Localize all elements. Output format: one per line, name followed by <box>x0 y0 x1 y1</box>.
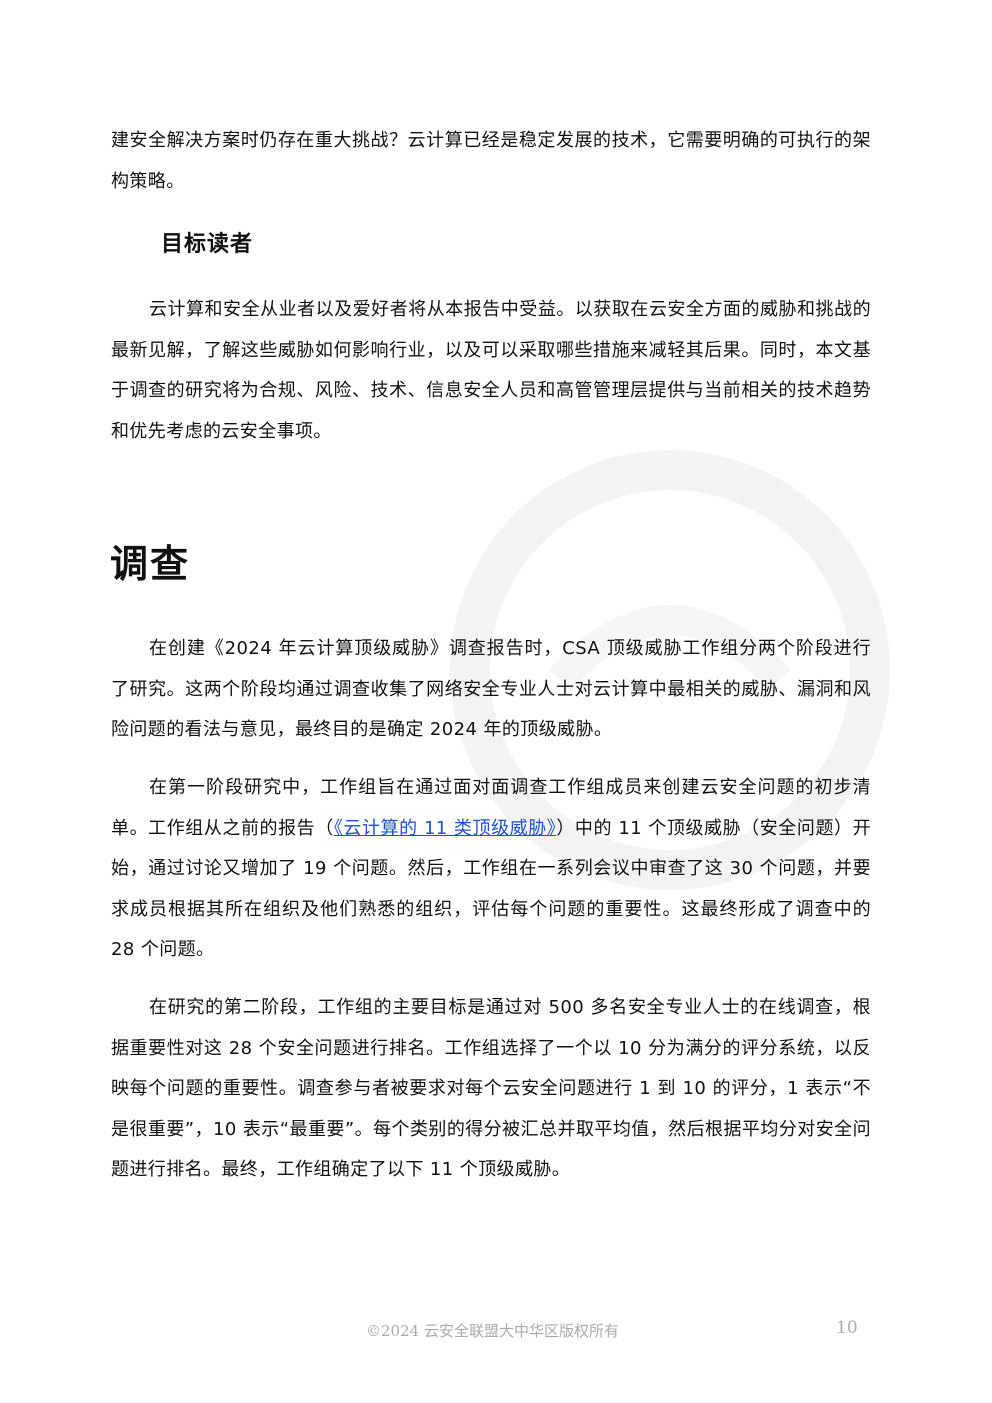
report-link[interactable]: 《云计算的 11 类顶级威胁》 <box>333 817 557 839</box>
intro-paragraph: 建安全解决方案时仍存在重大挑战？云计算已经是稳定发展的技术，它需要明确的可执行的… <box>111 130 871 192</box>
survey-paragraph-1: 在创建《2024 年云计算顶级威胁》调查报告时，CSA 顶级威胁工作组分两个阶段… <box>111 638 871 740</box>
page-number: 10 <box>836 1318 858 1338</box>
section-heading-survey: 调查 <box>110 542 191 586</box>
survey-paragraph-2-text-after: ）中的 11 个顶级威胁（安全问题）开始，通过讨论又增加了 19 个问题。然后，… <box>111 817 871 961</box>
footer-copyright: ©2024 云安全联盟大中华区版权所有 <box>366 1322 619 1340</box>
audience-paragraph: 云计算和安全从业者以及爱好者将从本报告中受益。以获取在云安全方面的威胁和挑战的最… <box>111 299 871 442</box>
survey-paragraph-2: 在第一阶段研究中，工作组旨在通过面对面调查工作组成员来创建云安全问题的初步清单。… <box>111 768 871 971</box>
section-heading-audience: 目标读者 <box>161 232 254 257</box>
survey-paragraph-2-text-before: 在第一阶段研究中，工作组旨在通过面对面调查工作组成员来创建云安全问题的初步清单。… <box>111 777 871 839</box>
survey-paragraph-3: 在研究的第二阶段，工作组的主要目标是通过对 500 多名安全专业人士的在线调查，… <box>111 997 871 1180</box>
